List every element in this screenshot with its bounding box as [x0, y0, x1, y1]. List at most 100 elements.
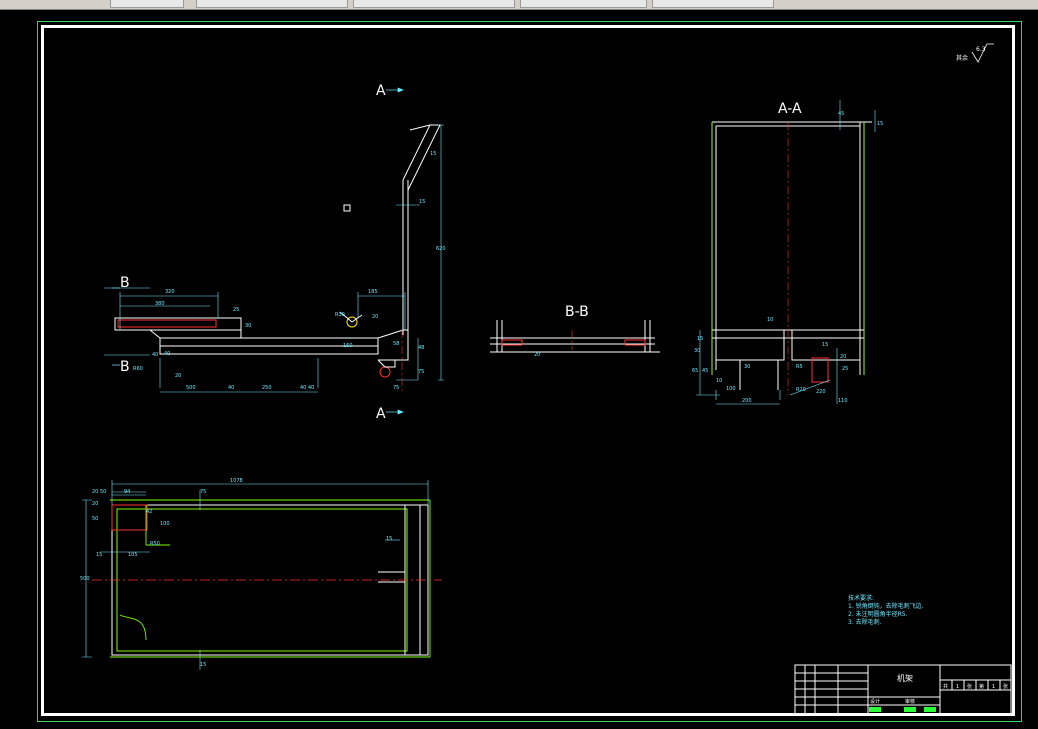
title-block-part-name: 机架 [897, 673, 913, 683]
section-bb-title: B-B [565, 304, 589, 320]
section-aa-title: A-A [778, 101, 802, 117]
notes-title: 技术要求: [848, 594, 874, 602]
title-block-fills [869, 707, 936, 712]
dimension-label: 50 [100, 489, 106, 495]
dimension-label: 20 [372, 314, 378, 320]
dimension-label: 200 [742, 398, 752, 404]
dimension-label: 65 [692, 368, 698, 374]
title-block-cell: 张 [1003, 683, 1008, 690]
title-block [794, 664, 1012, 716]
dimension-label: 50 [92, 516, 98, 522]
notes-line: 3. 去除毛刺. [848, 618, 882, 626]
plan-view-green [110, 499, 431, 658]
dimension-label: 15 [697, 336, 703, 342]
dimension-label: 75 [393, 385, 399, 391]
section-bb [490, 320, 660, 353]
dimension-label: 42 [146, 509, 152, 515]
dimension-label: 15 [877, 121, 883, 127]
dimension-label: 500 [80, 576, 90, 582]
section-b-top-label: B [120, 275, 130, 291]
dimension-label: R50 [150, 541, 160, 547]
dimension-label: 10 [716, 378, 722, 384]
toolbar-tab-1[interactable] [110, 0, 184, 8]
dimension-label: R30 [335, 312, 345, 318]
dimension-label: 15 [386, 536, 392, 542]
title-block-checker-label: 审核 [905, 698, 915, 705]
dimension-label: R20 [796, 387, 806, 393]
title-block-cell: 1 [956, 684, 959, 690]
dimension-label: 75 [418, 369, 424, 375]
dimension-label: 160 [343, 343, 353, 349]
dimension-label: 75 [200, 489, 206, 495]
dimension-label: 250 [262, 385, 272, 391]
dimension-label: 94 [124, 489, 130, 495]
window-toolbar-strip [0, 0, 1038, 10]
section-aa-dimensions [696, 100, 876, 405]
section-aa [711, 121, 872, 390]
notes-line: 2. 未注明圆角半径R5. [848, 610, 908, 618]
side-view-dimensions [104, 124, 444, 393]
dimension-label: 45 [702, 368, 708, 374]
section-b-bottom-label: B [120, 359, 130, 375]
dimension-label: 380 [155, 301, 165, 307]
dimension-label: 220 [816, 389, 826, 395]
dimension-label: 100 [726, 386, 736, 392]
dimension-label: 48 [418, 345, 424, 351]
dimension-label: 20 [840, 354, 846, 360]
dimension-label: 110 [838, 398, 848, 404]
dimension-label: 30 [744, 364, 750, 370]
surface-finish-value: 6.3 [976, 46, 986, 53]
cursor-pickbox [343, 204, 351, 212]
dimension-label: 40 [300, 385, 306, 391]
drawing-outer-frame [37, 21, 1022, 722]
section-a-bottom-label: A [376, 406, 386, 422]
surface-finish-symbol [971, 43, 994, 63]
dimension-label: 15 [96, 552, 102, 558]
toolbar-tab-2[interactable] [196, 0, 348, 8]
toolbar-tab-4[interactable] [520, 0, 647, 8]
title-block-cell: 张 [967, 683, 972, 690]
dimension-label: 20 [92, 489, 98, 495]
dimension-label: 20 [175, 373, 181, 379]
dimension-label: 100 [160, 521, 170, 527]
dimension-label: 40 [308, 385, 314, 391]
dimension-label: 30 [245, 323, 251, 329]
title-block-cell: 共 [943, 683, 948, 690]
dimension-label: 1078 [230, 478, 243, 484]
dimension-label: 10 [767, 317, 773, 323]
title-block-designer-label: 设计 [870, 698, 880, 705]
dimension-label: 20 [534, 352, 540, 358]
dimension-label: 40 [228, 385, 234, 391]
title-block-cell: 第 [979, 683, 984, 690]
notes-line: 1. 锐角倒钝，去除毛刺飞边. [848, 602, 924, 610]
side-view [114, 124, 441, 378]
dimension-label: 40 [164, 351, 170, 357]
section-aa-hidden-lines [711, 122, 865, 375]
dimension-label: 15 [822, 342, 828, 348]
section-markers [112, 87, 404, 415]
surface-finish-label: 其余 [956, 54, 968, 62]
dimension-label: R60 [133, 366, 143, 372]
dimension-label: 25 [842, 366, 848, 372]
dimension-label: 500 [186, 385, 196, 391]
title-block-cell: 1 [992, 684, 995, 690]
dimension-label: 15 [430, 151, 436, 157]
dimension-label: 185 [368, 289, 378, 295]
dimension-label: 25 [233, 307, 239, 313]
dimension-label: 20 [92, 501, 98, 507]
dimension-label: 15 [419, 199, 425, 205]
dimension-label: 15 [200, 662, 206, 668]
dimension-label: R5 [796, 364, 803, 370]
plan-view-dimensions [82, 480, 429, 670]
dimension-label: 620 [436, 246, 446, 252]
dimension-label: 40 [152, 352, 158, 358]
dimension-label: 320 [165, 289, 175, 295]
dimension-label: 58 [393, 341, 399, 347]
dimension-label: 45 [838, 111, 844, 117]
section-a-top-label: A [376, 83, 386, 99]
toolbar-tab-3[interactable] [353, 0, 515, 8]
drawing-sheet-border [41, 25, 1015, 716]
dimension-label: 30 [694, 348, 700, 354]
toolbar-tab-5[interactable] [652, 0, 774, 8]
